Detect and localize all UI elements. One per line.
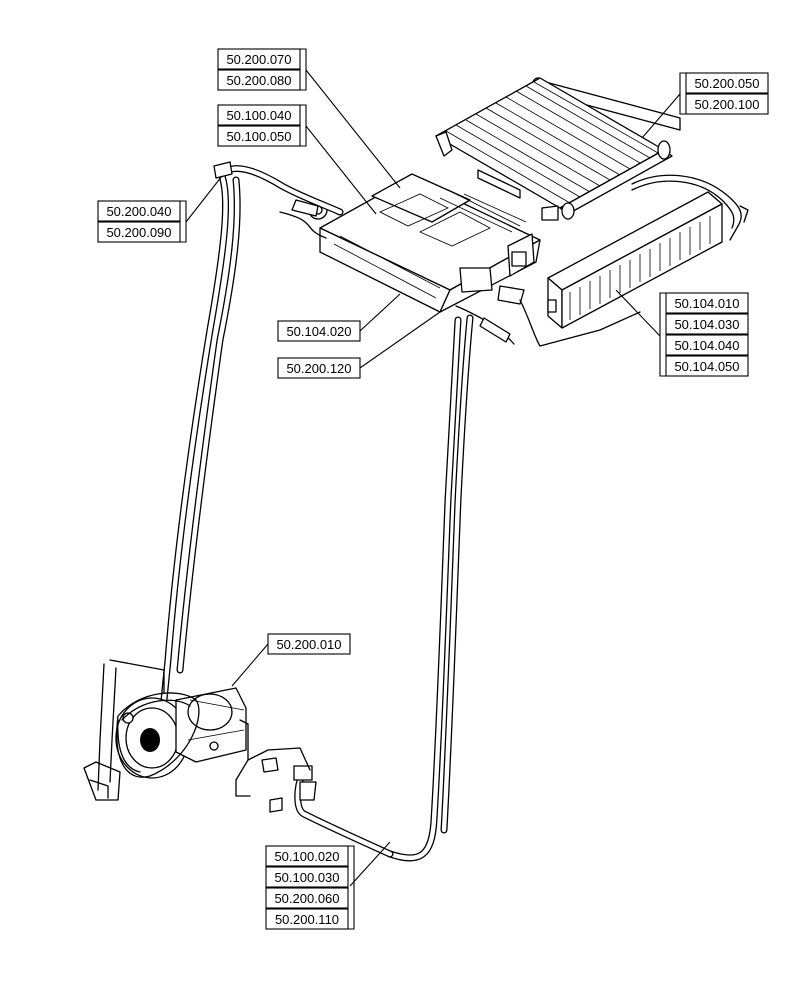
callout-label: 50.200.100 [694, 97, 759, 112]
callout-label: 50.200.010 [276, 637, 341, 652]
callout-label: 50.200.070 [226, 52, 291, 67]
callout-box [265, 845, 349, 867]
callout-box [217, 104, 301, 126]
callout-label: 50.200.040 [106, 204, 171, 219]
callout-heater-core: 50.104.010 50.104.030 50.104.040 50.104.… [659, 292, 749, 377]
callout-evaporator: 50.200.070 50.200.080 [217, 48, 307, 91]
callout-valve: 50.200.120 [277, 357, 361, 379]
callout-compressor: 50.200.010 [267, 633, 351, 655]
callout-box [265, 866, 349, 888]
callout-box [217, 125, 301, 147]
callout-label: 50.200.110 [275, 912, 339, 927]
hvac-housing [279, 173, 541, 345]
liquid-line [293, 314, 474, 862]
callout-suction-hose: 50.200.040 50.200.090 [97, 200, 187, 243]
callout-box [665, 334, 749, 356]
callout-label: 50.104.050 [674, 359, 739, 374]
callout-label: 50.104.020 [286, 324, 351, 339]
callout-box [685, 93, 769, 115]
callout-box [217, 48, 301, 70]
callout-label: 50.200.120 [286, 361, 351, 376]
callout-box [267, 633, 351, 655]
callout-label: 50.100.040 [226, 108, 291, 123]
callout-housing: 50.104.020 [277, 320, 361, 342]
suction-hose [160, 161, 344, 704]
callout-box [277, 320, 361, 342]
callout-label: 50.200.060 [274, 891, 339, 906]
callout-box [665, 313, 749, 335]
callout-label: 50.104.010 [674, 296, 739, 311]
callout-label: 50.104.040 [674, 338, 739, 353]
callout-condenser: 50.200.050 50.200.100 [679, 72, 769, 115]
callout-label: 50.200.050 [694, 76, 759, 91]
leader-lines [185, 69, 681, 887]
callout-box [217, 69, 301, 91]
callout-box [265, 908, 349, 930]
callout-box [685, 72, 769, 94]
callout-label: 50.100.030 [274, 870, 339, 885]
callout-box [97, 200, 181, 222]
callout-box [97, 221, 181, 243]
callout-heater-box: 50.100.040 50.100.050 [217, 104, 307, 147]
callout-label: 50.100.050 [226, 129, 291, 144]
callout-label: 50.200.080 [226, 73, 291, 88]
callout-box [277, 357, 361, 379]
heater-core [547, 191, 723, 329]
compressor [83, 659, 311, 813]
condenser-line [519, 174, 749, 347]
callout-label: 50.104.030 [674, 317, 739, 332]
callout-label: 50.200.090 [106, 225, 171, 240]
condenser [435, 77, 681, 221]
callout-label: 50.100.020 [274, 849, 339, 864]
callout-hose-line: 50.100.020 50.100.030 50.200.060 50.200.… [265, 845, 355, 930]
callout-box [265, 887, 349, 909]
callout-box [665, 292, 749, 314]
callout-box [665, 355, 749, 377]
